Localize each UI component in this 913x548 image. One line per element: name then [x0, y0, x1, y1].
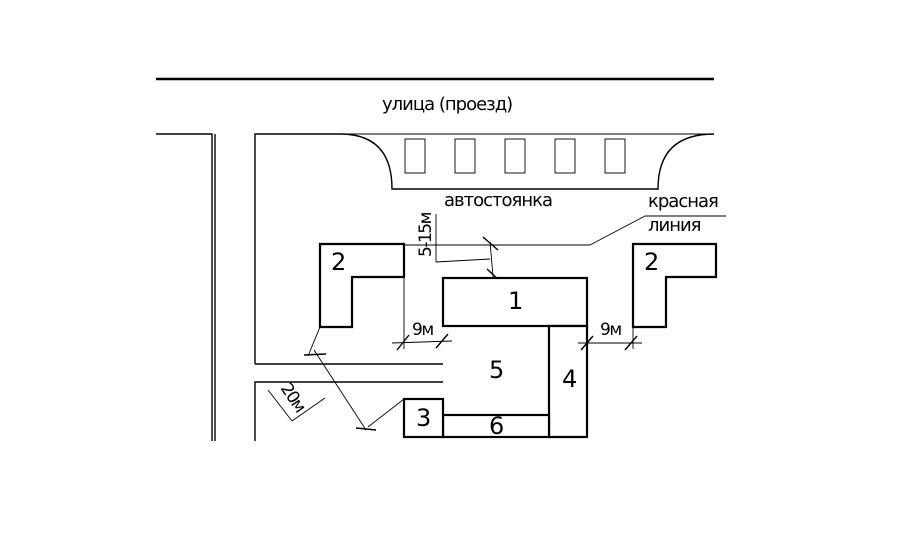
gap-dimension-left: 9м [391, 277, 453, 351]
building-6-label: 6 [489, 412, 504, 440]
parking-label: автостоянка [444, 190, 552, 211]
building-4 [547, 324, 589, 439]
red-line-label-2: линия [648, 215, 701, 236]
parking-space [504, 138, 526, 174]
driveway-lower-edge [254, 381, 443, 441]
gap-tick [396, 334, 410, 351]
building-2-right-label: 2 [644, 248, 659, 276]
diagonal-extension-line [307, 326, 321, 357]
diagonal-leader-shelf [291, 397, 326, 422]
parking-space [554, 138, 576, 174]
street-label: улица (проезд) [382, 94, 512, 115]
gap-dimension-line [391, 340, 453, 344]
building-2-left-label: 2 [331, 248, 346, 276]
diagonal-dimension: 20м [267, 326, 405, 431]
diagonal-tick [355, 427, 377, 431]
building-1-label: 1 [508, 287, 523, 315]
parking-bay-outline [339, 133, 715, 190]
gap-tick [624, 335, 638, 351]
gap-tick [580, 335, 594, 351]
gap-tick [435, 333, 449, 349]
parking-space [404, 138, 426, 174]
diagonal-dimension-label: 20м [276, 380, 310, 417]
setback-extension-line [435, 258, 491, 263]
diagonal-extension-line [367, 398, 405, 428]
building-4-label: 4 [562, 365, 577, 393]
building-1 [441, 276, 589, 328]
parking-space [454, 138, 476, 174]
site-boundary-top-left [254, 133, 340, 364]
diagonal-dimension-line [313, 349, 367, 431]
parking-space [604, 138, 626, 174]
setback-dimension: 5-15м [416, 212, 502, 288]
setback-dimension-label: 5-15м [416, 212, 436, 257]
gap-dimension-right: 9м [578, 320, 642, 351]
building-5-label: 5 [489, 356, 504, 384]
left-road-outer-edge [156, 133, 213, 441]
parking-spaces [404, 138, 626, 174]
setback-tick [482, 236, 499, 251]
building-3-label: 3 [416, 404, 431, 432]
diagonal-tick [303, 353, 327, 356]
red-line-label-1: красная [648, 191, 718, 212]
gap-dimension-right-label: 9м [600, 320, 621, 340]
gap-dimension-left-label: 9м [412, 320, 433, 340]
red-line-leader [589, 215, 646, 246]
building-3 [402, 397, 445, 439]
diagonal-leader [267, 389, 293, 422]
